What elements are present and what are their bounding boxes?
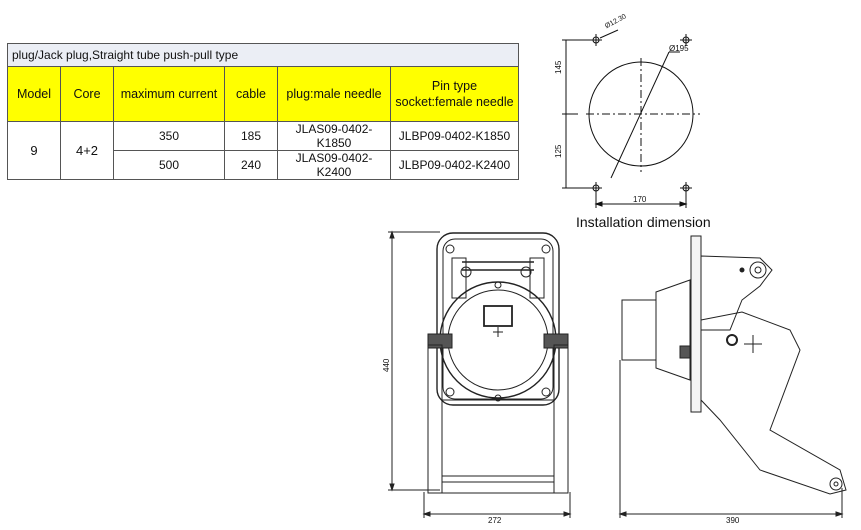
hole-leader	[599, 29, 619, 39]
front-height-label: 440	[382, 358, 391, 372]
table-row: 500 240 JLAS09-0402-K2400 JLBP09-0402-K2…	[8, 150, 519, 180]
spec-table: plug/Jack plug,Straight tube push-pull t…	[7, 43, 519, 180]
header-plug: plug:male needle	[277, 66, 391, 122]
dim-width-label: 170	[633, 195, 647, 204]
front-width-label: 272	[488, 516, 502, 525]
header-cable: cable	[224, 66, 278, 122]
cell-socket: JLBP09-0402-K1850	[390, 121, 519, 151]
cell-socket: JLBP09-0402-K2400	[390, 150, 519, 180]
horizontal-dimension	[594, 192, 688, 208]
circle-diameter-label: Ø195	[669, 44, 689, 53]
front-width-dimension	[422, 492, 572, 518]
mounting-plate-inner	[442, 238, 554, 400]
cell-core: 4+2	[60, 121, 114, 180]
lever-arm	[700, 311, 847, 495]
cell-plug: JLAS09-0402-K2400	[277, 150, 391, 180]
socket-housing-side	[655, 279, 691, 381]
table-title: plug/Jack plug,Straight tube push-pull t…	[7, 43, 519, 67]
left-latch	[427, 333, 453, 349]
left-bracket	[427, 344, 443, 494]
header-max-current: maximum current	[113, 66, 225, 122]
vertical-dimension	[562, 39, 592, 189]
side-width-dimension	[618, 360, 844, 518]
cable-tube	[621, 299, 657, 361]
right-latch	[543, 333, 569, 349]
front-view-drawing	[388, 230, 572, 518]
mounting-plate	[436, 232, 560, 406]
table-header-row: Model Core maximum current cable plug:ma…	[7, 66, 519, 122]
dim-top-label: 145	[554, 60, 563, 74]
header-core: Core	[60, 66, 114, 122]
socket-flange	[439, 281, 557, 399]
left-hinge	[451, 257, 467, 299]
right-bracket	[553, 344, 569, 494]
side-view-drawing	[618, 235, 847, 518]
cell-current: 500	[113, 150, 225, 180]
lever-frame	[441, 399, 555, 494]
table-row: 9 4+2 350 185 JLAS09-0402-K1850 JLBP09-0…	[7, 121, 519, 180]
side-width-label: 390	[726, 516, 740, 525]
header-socket: Pin type socket:female needle	[390, 66, 519, 122]
installation-caption: Installation dimension	[576, 214, 711, 230]
side-plate	[690, 235, 702, 413]
right-hinge	[529, 257, 545, 299]
cell-plug: JLAS09-0402-K1850	[277, 121, 391, 151]
diameter-leader	[610, 51, 670, 179]
dim-bottom-label: 125	[554, 144, 563, 158]
hole-marks	[590, 34, 692, 194]
socket-window	[483, 305, 513, 327]
front-height-dimension	[388, 230, 440, 492]
cell-cable: 240	[224, 150, 278, 180]
installation-drawing	[562, 29, 700, 208]
socket-body	[447, 289, 549, 391]
hinge-arm	[700, 255, 773, 331]
cell-cable: 185	[224, 121, 278, 151]
